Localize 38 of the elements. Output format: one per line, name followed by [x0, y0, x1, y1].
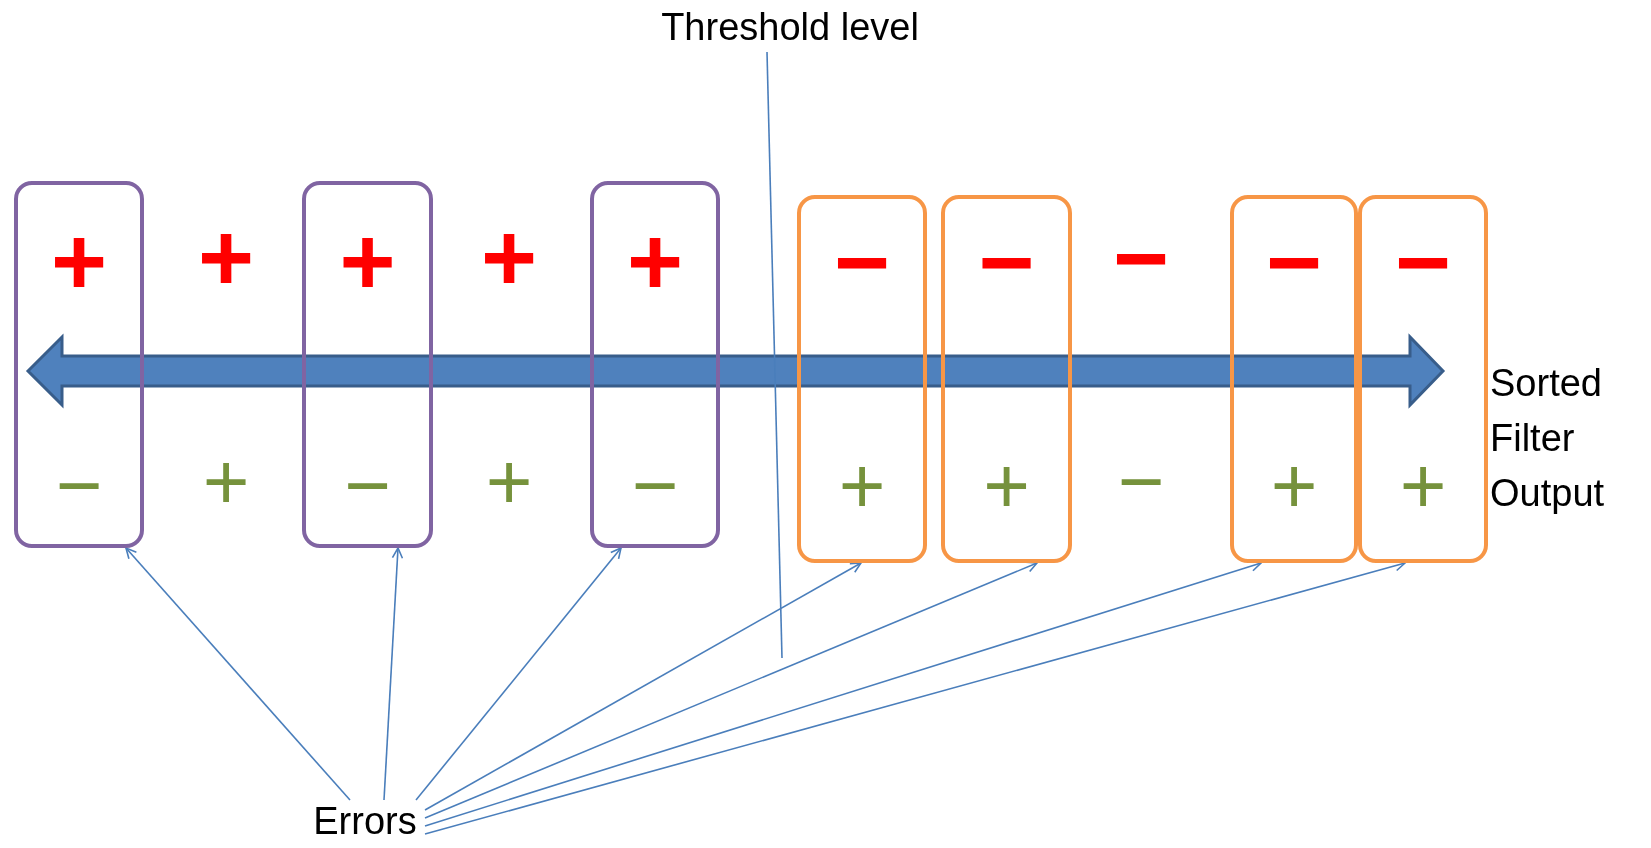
sign-symbol: −: [978, 214, 1035, 310]
sign-symbol: −: [1112, 210, 1170, 306]
sign-symbol: +: [339, 214, 396, 310]
leader-line: [766, 51, 783, 659]
rounded-box: [590, 181, 720, 548]
sign-symbol: +: [1399, 446, 1447, 526]
sign-symbol: +: [202, 442, 250, 522]
sign-symbol: +: [983, 446, 1030, 526]
arrow: [424, 561, 1038, 819]
arrow: [424, 560, 1262, 827]
sign-symbol: +: [485, 442, 533, 522]
sign-symbol: −: [1394, 214, 1452, 310]
arrow: [415, 547, 622, 801]
sign-symbol: −: [1265, 214, 1323, 310]
text-label: Errors: [312, 800, 418, 844]
sign-symbol: +: [50, 214, 108, 310]
sign-symbol: +: [1270, 446, 1318, 526]
rounded-box: [941, 195, 1072, 563]
rounded-box: [797, 195, 927, 563]
rounded-box: [14, 181, 144, 548]
arrow: [424, 560, 1406, 835]
arrow: [125, 547, 351, 801]
sign-symbol: −: [344, 446, 391, 526]
rounded-box: [1230, 195, 1358, 563]
sign-symbol: +: [197, 210, 255, 306]
sign-symbol: −: [55, 446, 103, 526]
sign-symbol: +: [480, 210, 538, 306]
rounded-box: [1358, 195, 1488, 563]
sign-symbol: −: [1117, 442, 1165, 522]
text-label: Threshold level: [660, 6, 920, 50]
arrow: [383, 547, 404, 801]
sign-symbol: −: [833, 214, 891, 310]
sign-symbol: +: [838, 446, 886, 526]
axis-caption: Sorted Filter Output: [1490, 361, 1606, 517]
rounded-box: [302, 181, 433, 548]
arrow: [424, 562, 862, 811]
sign-symbol: −: [631, 446, 679, 526]
sign-symbol: +: [626, 214, 684, 310]
